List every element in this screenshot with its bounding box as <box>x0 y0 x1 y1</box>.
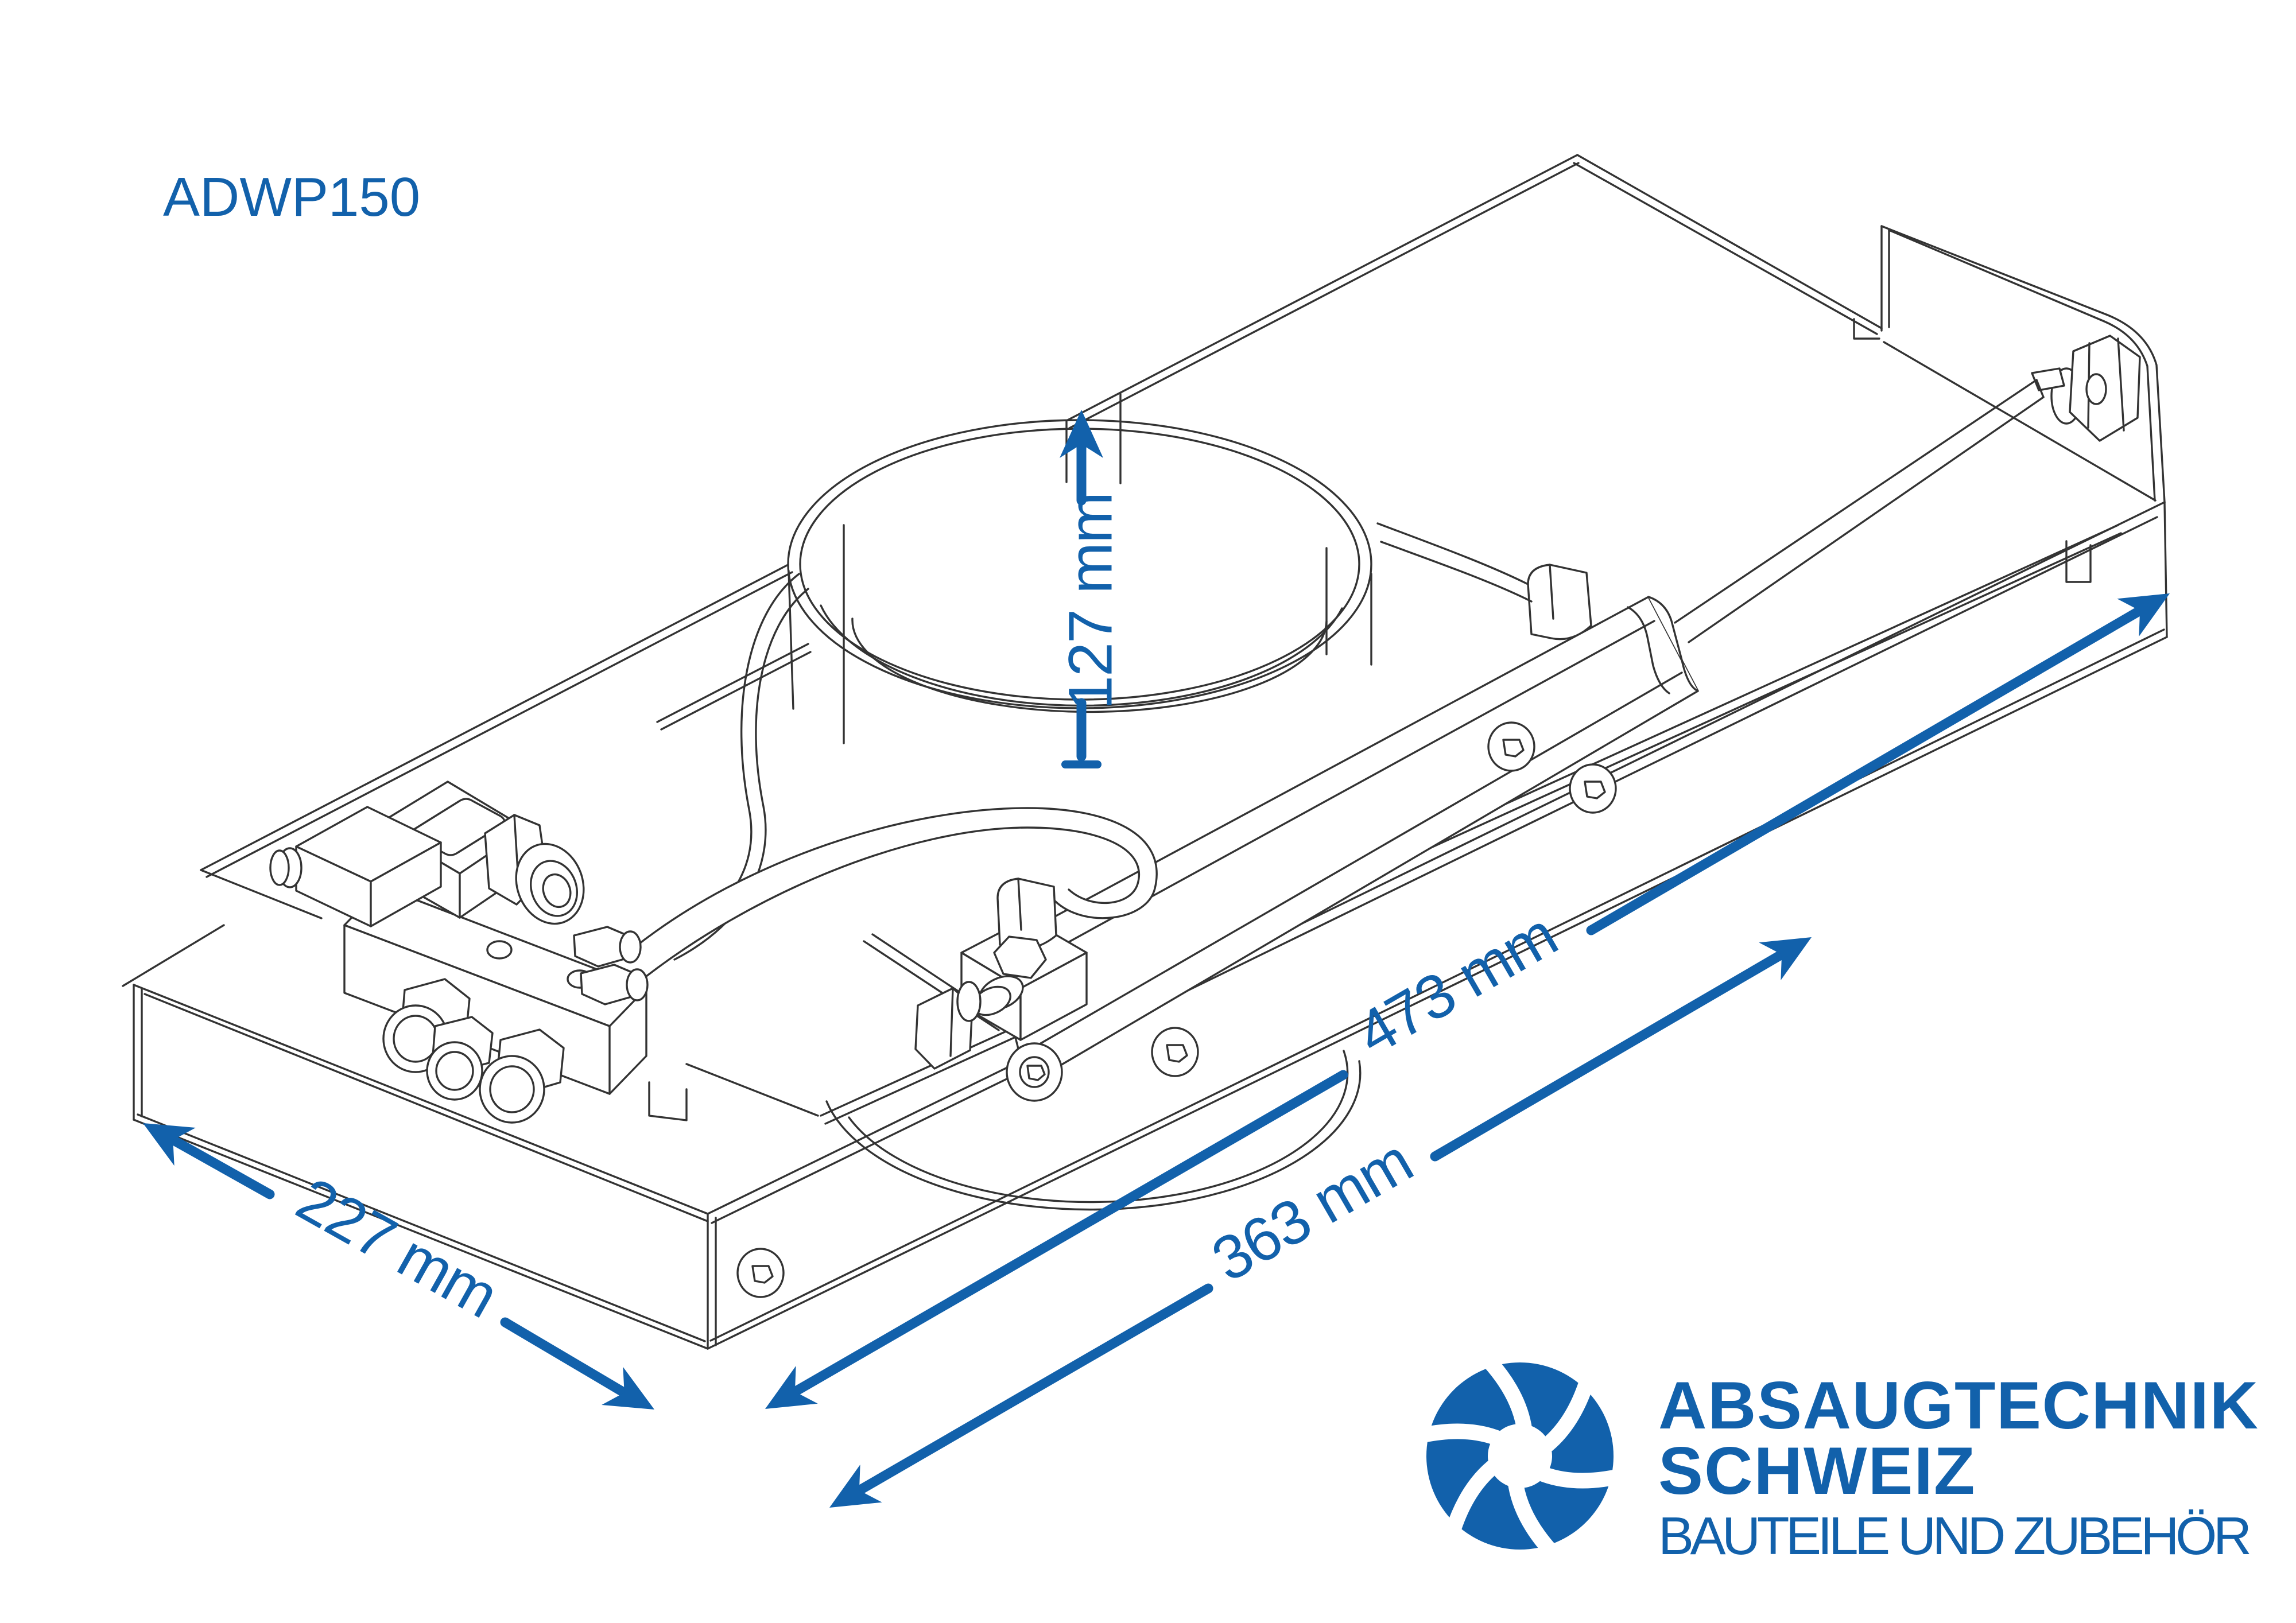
svg-text:SCHWEIZ: SCHWEIZ <box>1658 1433 1976 1508</box>
svg-text:ADWP150: ADWP150 <box>163 166 420 228</box>
svg-text:127 mm: 127 mm <box>1056 493 1125 710</box>
svg-text:ABSAUGTECHNIK: ABSAUGTECHNIK <box>1658 1368 2259 1443</box>
svg-text:BAUTEILE UND ZUBEHÖR: BAUTEILE UND ZUBEHÖR <box>1658 1506 2250 1566</box>
